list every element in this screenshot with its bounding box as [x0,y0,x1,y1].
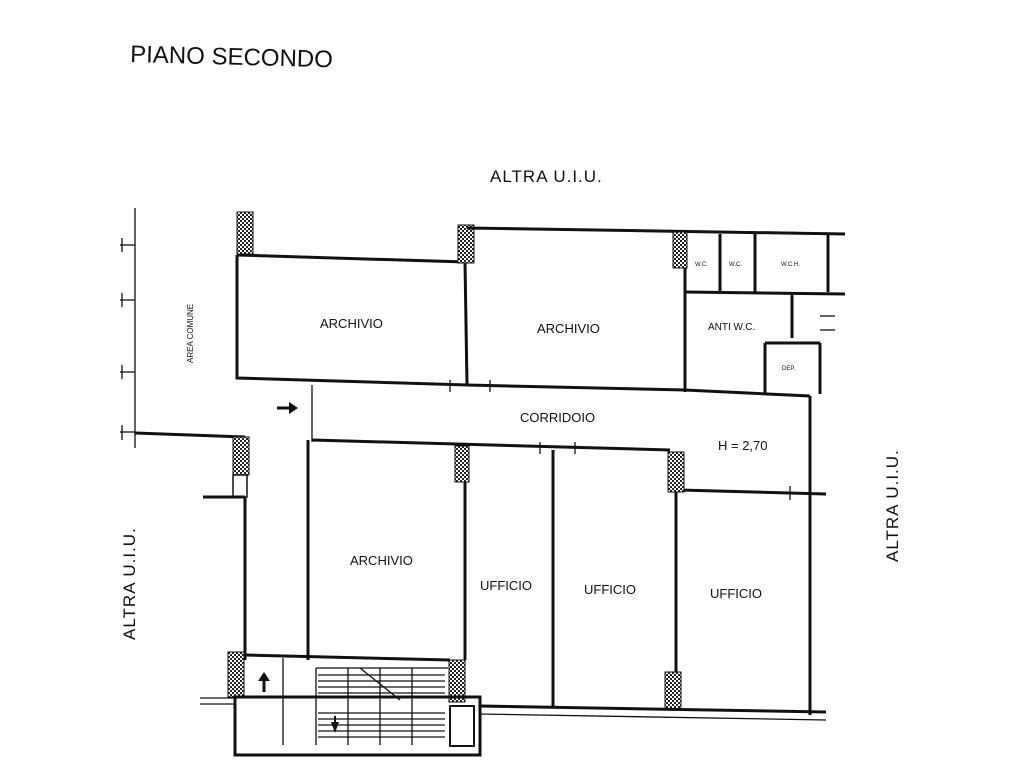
room-label-ufficio-3: UFFICIO [710,586,762,601]
stairwell [200,651,482,757]
common-area-boundary [120,208,136,448]
landing-walls [134,431,250,660]
room-archivio-center [466,226,846,392]
wc-block [684,234,846,394]
wc-label-1: W.C. [695,262,708,268]
anti-wc-label: ANTI W.C. [708,322,755,333]
offices [479,450,827,721]
room-label-archivio-bottom: ARCHIVIO [350,553,413,568]
wc-label-2: W.C. [729,262,742,268]
room-label-ufficio-1: UFFICIO [480,578,532,593]
entrance-arrow-icon [277,402,298,414]
neighbor-label-top: ALTRA U.I.U. [490,167,603,186]
neighbor-label-left: ALTRA U.I.U. [120,527,139,640]
area-comune-label: AREA COMUNE [186,304,195,363]
corridor [311,380,827,715]
ceiling-height-label: H = 2,70 [718,438,768,453]
room-label-archivio-left: ARCHIVIO [320,316,383,331]
wch-label: W.C.H. [781,262,800,268]
corridor-label: CORRIDOIO [520,410,595,425]
stair-up-arrow-icon [258,672,270,692]
stair-direction-arrow-icon [331,716,339,733]
room-archivio-left [235,211,475,387]
room-label-archivio-center: ARCHIVIO [537,321,600,336]
page-title: PIANO SECONDO [130,41,333,73]
room-label-ufficio-2: UFFICIO [584,582,636,597]
neighbor-label-right: ALTRA U.I.U. [883,449,902,562]
room-archivio-bottom [306,440,470,660]
dep-label: DEP. [782,366,796,372]
